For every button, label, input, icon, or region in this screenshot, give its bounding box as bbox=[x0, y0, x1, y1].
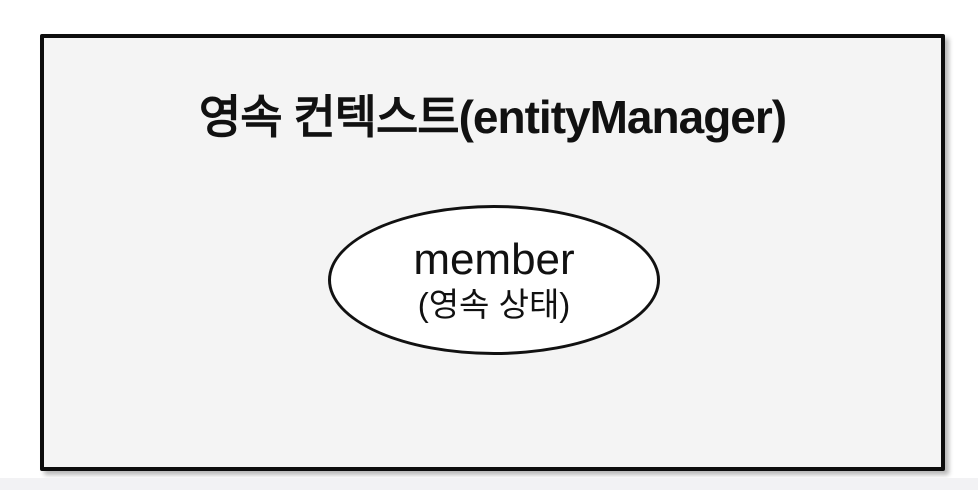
page-bottom-strip bbox=[0, 478, 978, 490]
persistence-context-title: 영속 컨텍스트(entityManager) bbox=[198, 91, 787, 143]
member-entity-state: (영속 상태) bbox=[417, 286, 571, 324]
persistence-context-box: 영속 컨텍스트(entityManager) member (영속 상태) bbox=[40, 34, 945, 471]
member-entity-ellipse: member (영속 상태) bbox=[328, 205, 660, 355]
member-entity-name: member bbox=[413, 234, 575, 284]
